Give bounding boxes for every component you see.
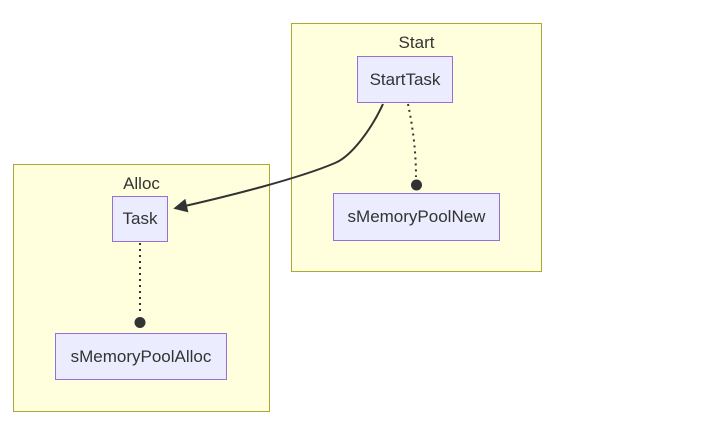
edge-starttask-to-smemorypoolnew (407, 103, 417, 178)
circle-arrowhead-smemorypoolnew-icon (411, 179, 422, 191)
node-task-label: Task (122, 209, 158, 228)
node-starttask-label: StartTask (369, 69, 441, 89)
circle-arrowhead-smemorypoolalloc-icon (134, 317, 146, 328)
node-starttask: StartTask (357, 56, 453, 103)
node-smemorypoolnew-label: sMemoryPoolNew (347, 207, 486, 226)
node-smemorypoolalloc-label: sMemoryPoolAlloc (70, 346, 212, 366)
node-task: Task (112, 196, 168, 242)
subgraph-alloc-title: Alloc (123, 174, 160, 193)
node-smemorypoolalloc: sMemoryPoolAlloc (55, 333, 227, 380)
node-smemorypoolnew: sMemoryPoolNew (333, 193, 500, 241)
subgraph-start-title: Start (398, 33, 435, 52)
edge-starttask-to-task (173, 103, 384, 213)
